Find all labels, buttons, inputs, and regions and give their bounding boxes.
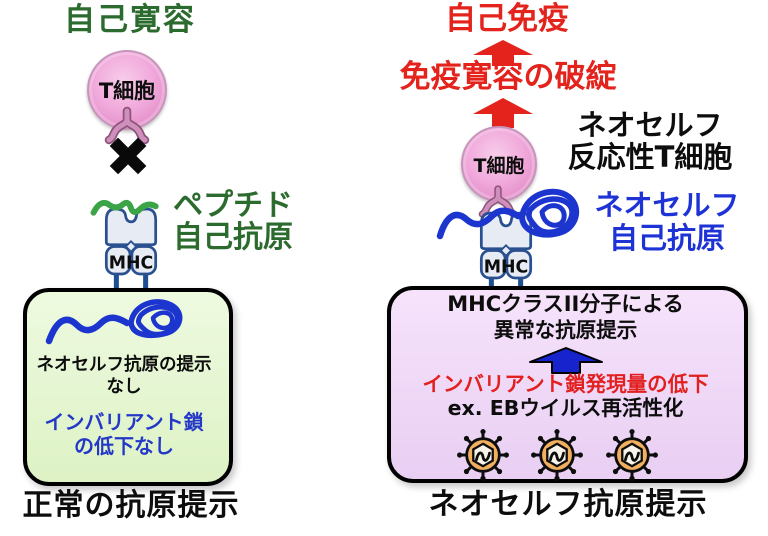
up-arrow-icon-top (473, 40, 533, 66)
no-invariant-chain-decrease-text: インバリアント鎖 の低下なし (44, 410, 204, 458)
neoself-antigen-squiggle-left (45, 299, 183, 345)
virus-icon (606, 429, 658, 481)
ebv-reactivation-text: ex. EBウイルス再活性化 (447, 396, 684, 420)
abnormal-presentation-text: 異常な抗原提示 (493, 318, 638, 342)
tcr-icon-left (104, 106, 150, 145)
virus-icon (531, 429, 583, 481)
mhc-class2-text: MHCクラスII分子による (447, 292, 684, 316)
self-peptide-icon (90, 199, 159, 216)
left-panel-title: 自己寛容 (64, 2, 196, 38)
tolerance-breakdown-label: 免疫寛容の破綻 (399, 59, 617, 95)
peptide-self-antigen-label: ペプチド 自己抗原 (173, 188, 293, 256)
right-caption: ネオセルフ抗原提示 (428, 487, 708, 522)
neoself-reactive-tcell-label: ネオセルフ 反応性T細胞 (567, 108, 733, 175)
no-neoself-presentation-text: ネオセルフ抗原の提示 なし (36, 355, 212, 397)
neoself-self-antigen-label: ネオセルフ 自己抗原 (594, 188, 740, 256)
blocked-cross-icon: ✖ (105, 125, 152, 189)
up-arrow-icon-middle (473, 98, 533, 128)
virus-icon (457, 429, 509, 481)
mhc-label-left: MHC (109, 253, 154, 273)
up-arrow-icon-blue (529, 347, 603, 374)
t-cell-left-label: T細胞 (98, 79, 156, 103)
invariant-chain-decrease-text: インバリアント鎖発現量の低下 (422, 372, 709, 396)
t-cell-right: T細胞 (461, 126, 537, 202)
t-cell-right-label: T細胞 (473, 154, 525, 177)
left-caption: 正常の抗原提示 (22, 488, 240, 523)
mhc-label-right: MHC (484, 257, 529, 277)
neoself-antigen-squiggle-right (436, 188, 579, 240)
autoimmunity-label: 自己免疫 (445, 1, 569, 37)
